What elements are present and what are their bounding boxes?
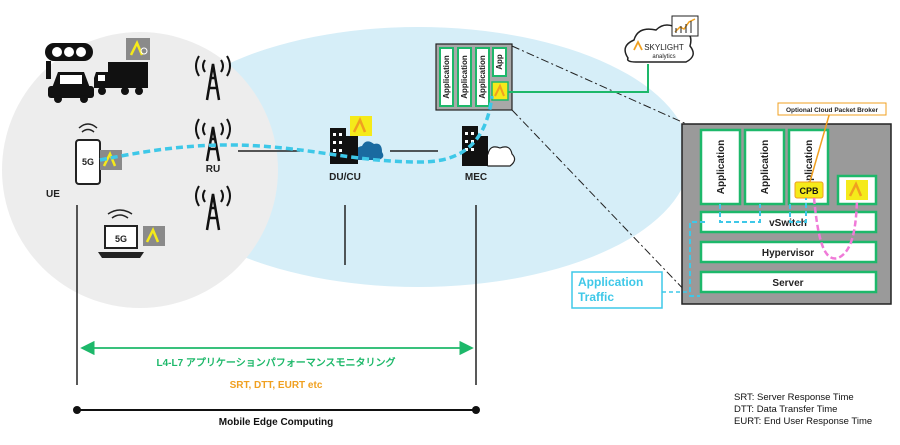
antenna-tower-icon [195, 118, 231, 162]
cpb-label: CPB [799, 186, 819, 196]
laptop-icon [98, 209, 144, 258]
legend-eurt: EURT: End User Response Time [734, 416, 872, 427]
cpb-callout-line [808, 111, 831, 186]
ue-zone [2, 32, 278, 308]
antenna-tower-icon [195, 185, 231, 231]
mec-app-4: App [495, 54, 504, 70]
app-traffic-line1: Application [578, 275, 643, 289]
skylight-badge-icon [350, 116, 372, 136]
skylight-badge-icon [143, 226, 165, 246]
external-traffic-path [689, 221, 705, 297]
legend-dtt: DTT: Data Transfer Time [734, 404, 837, 415]
antenna-tower-icon [195, 55, 231, 101]
layer-vswitch: vSwitch [769, 218, 807, 229]
monitoring-metrics: SRT, DTT, EURT etc [230, 380, 323, 391]
legend-srt: SRT: Server Response Time [734, 392, 854, 403]
monitoring-label: L4-L7 アプリケーションパフォーマンスモニタリング [156, 356, 395, 369]
server-app-2: Application [760, 140, 771, 194]
ducu-label: DU/CU [329, 172, 361, 183]
ue-label: UE [46, 189, 60, 200]
server-app-1: Application [716, 140, 727, 194]
skylight-name: SKYLIGHT [644, 43, 684, 52]
mec-app-1: Application [442, 55, 451, 99]
skylight-badge-icon [491, 81, 509, 101]
internal-traffic-path [789, 198, 807, 223]
ru-label: RU [206, 164, 220, 175]
skylight-badge-icon [846, 180, 868, 200]
projection-line [511, 45, 701, 131]
mec-span-label: Mobile Edge Computing [219, 417, 333, 428]
app-traffic-line2: Traffic [578, 290, 614, 304]
car-icon [48, 72, 94, 103]
skylight-badge-icon [100, 150, 122, 170]
mec-app-2: Application [460, 55, 469, 99]
mirror-traffic-path [812, 197, 859, 260]
skylight-badge-icon [126, 38, 150, 60]
skylight-cloud-icon [624, 15, 699, 63]
mec-app-3: Application [478, 55, 487, 99]
traffic-light-icon [45, 43, 93, 79]
internal-traffic-path [719, 204, 761, 223]
projection-line [511, 109, 691, 297]
phone-5g-label: 5G [82, 157, 94, 167]
skylight-sub: analytics [652, 54, 675, 60]
mec-label: MEC [465, 172, 487, 183]
application-traffic-path [99, 95, 494, 164]
cpb-callout-text: Optional Cloud Packet Broker [786, 107, 879, 114]
cpb-callout-box [777, 102, 887, 116]
app-traffic-box [571, 271, 663, 309]
laptop-5g-label: 5G [115, 234, 127, 244]
truck-icon [94, 62, 148, 95]
layer-server: Server [772, 278, 803, 289]
server-app-3: Application [804, 140, 815, 194]
cpb-box [794, 181, 824, 199]
layer-hypervisor: Hypervisor [762, 248, 814, 259]
mec-to-skylight-link [508, 64, 649, 93]
